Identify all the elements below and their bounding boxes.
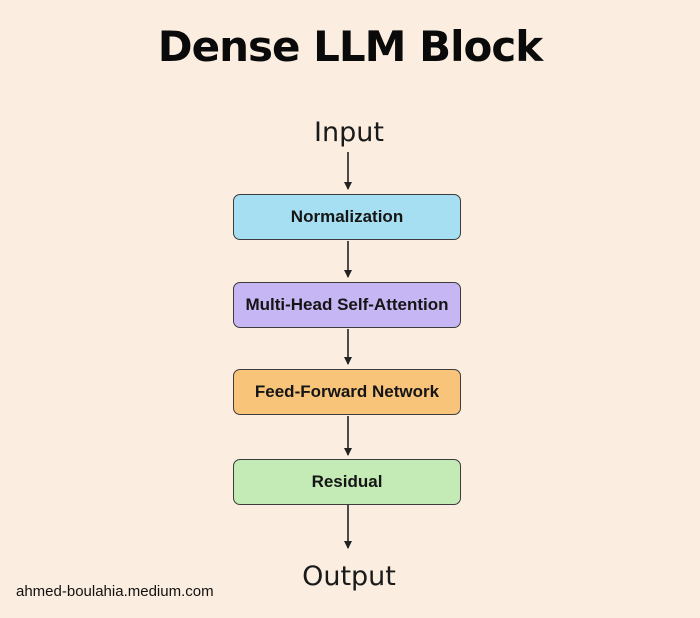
node-residual: Residual bbox=[233, 459, 461, 505]
output-label: Output bbox=[302, 561, 396, 592]
diagram-title: Dense LLM Block bbox=[157, 22, 543, 71]
credit-text: ahmed-boulahia.medium.com bbox=[16, 583, 214, 600]
node-feed-forward-network: Feed-Forward Network bbox=[233, 369, 461, 415]
node-multi-head-self-attention: Multi-Head Self-Attention bbox=[233, 282, 461, 328]
input-label: Input bbox=[314, 117, 384, 148]
node-normalization: Normalization bbox=[233, 194, 461, 240]
